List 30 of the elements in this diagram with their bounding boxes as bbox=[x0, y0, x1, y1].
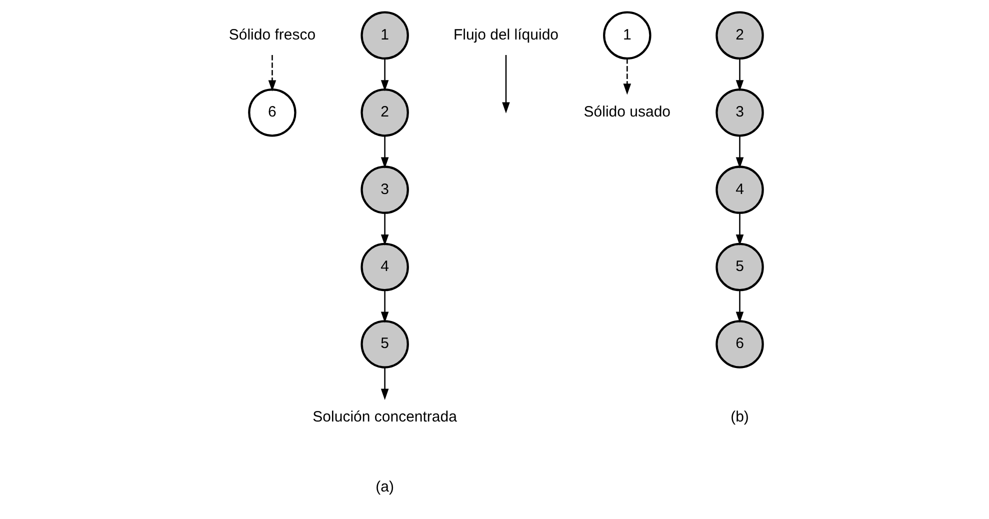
node-circle: 3 bbox=[715, 88, 764, 137]
arrow bbox=[622, 58, 631, 95]
arrow bbox=[268, 55, 276, 92]
label: (a) bbox=[375, 478, 394, 496]
arrow bbox=[380, 212, 388, 246]
arrow bbox=[735, 58, 744, 92]
arrow bbox=[735, 136, 744, 168]
node-circle: 2 bbox=[715, 11, 764, 60]
label: (b) bbox=[730, 408, 748, 426]
node-text: Flujo del líquido bbox=[452, 26, 558, 44]
node-text: Sólido fresco bbox=[228, 26, 316, 44]
arrow bbox=[735, 290, 744, 323]
node-circle: 4 bbox=[360, 242, 408, 292]
node-circle: 1 bbox=[602, 11, 651, 60]
node-circle: 4 bbox=[715, 166, 764, 214]
arrow bbox=[380, 290, 388, 323]
arrow bbox=[380, 136, 388, 168]
arrow bbox=[735, 212, 744, 246]
node-circle: 3 bbox=[360, 166, 408, 214]
node-circle: 5 bbox=[360, 320, 408, 368]
arrow bbox=[502, 55, 510, 114]
node-circle: 6 bbox=[248, 88, 296, 137]
node-circle: 1 bbox=[360, 11, 408, 60]
arrow bbox=[380, 367, 388, 400]
node-text: Sólido usado bbox=[583, 104, 670, 121]
node-circle: 2 bbox=[360, 88, 408, 137]
node-circle: 6 bbox=[715, 320, 764, 368]
node-text: Solución concentrada bbox=[312, 408, 456, 426]
arrow bbox=[380, 58, 388, 92]
node-circle: 5 bbox=[715, 242, 764, 292]
